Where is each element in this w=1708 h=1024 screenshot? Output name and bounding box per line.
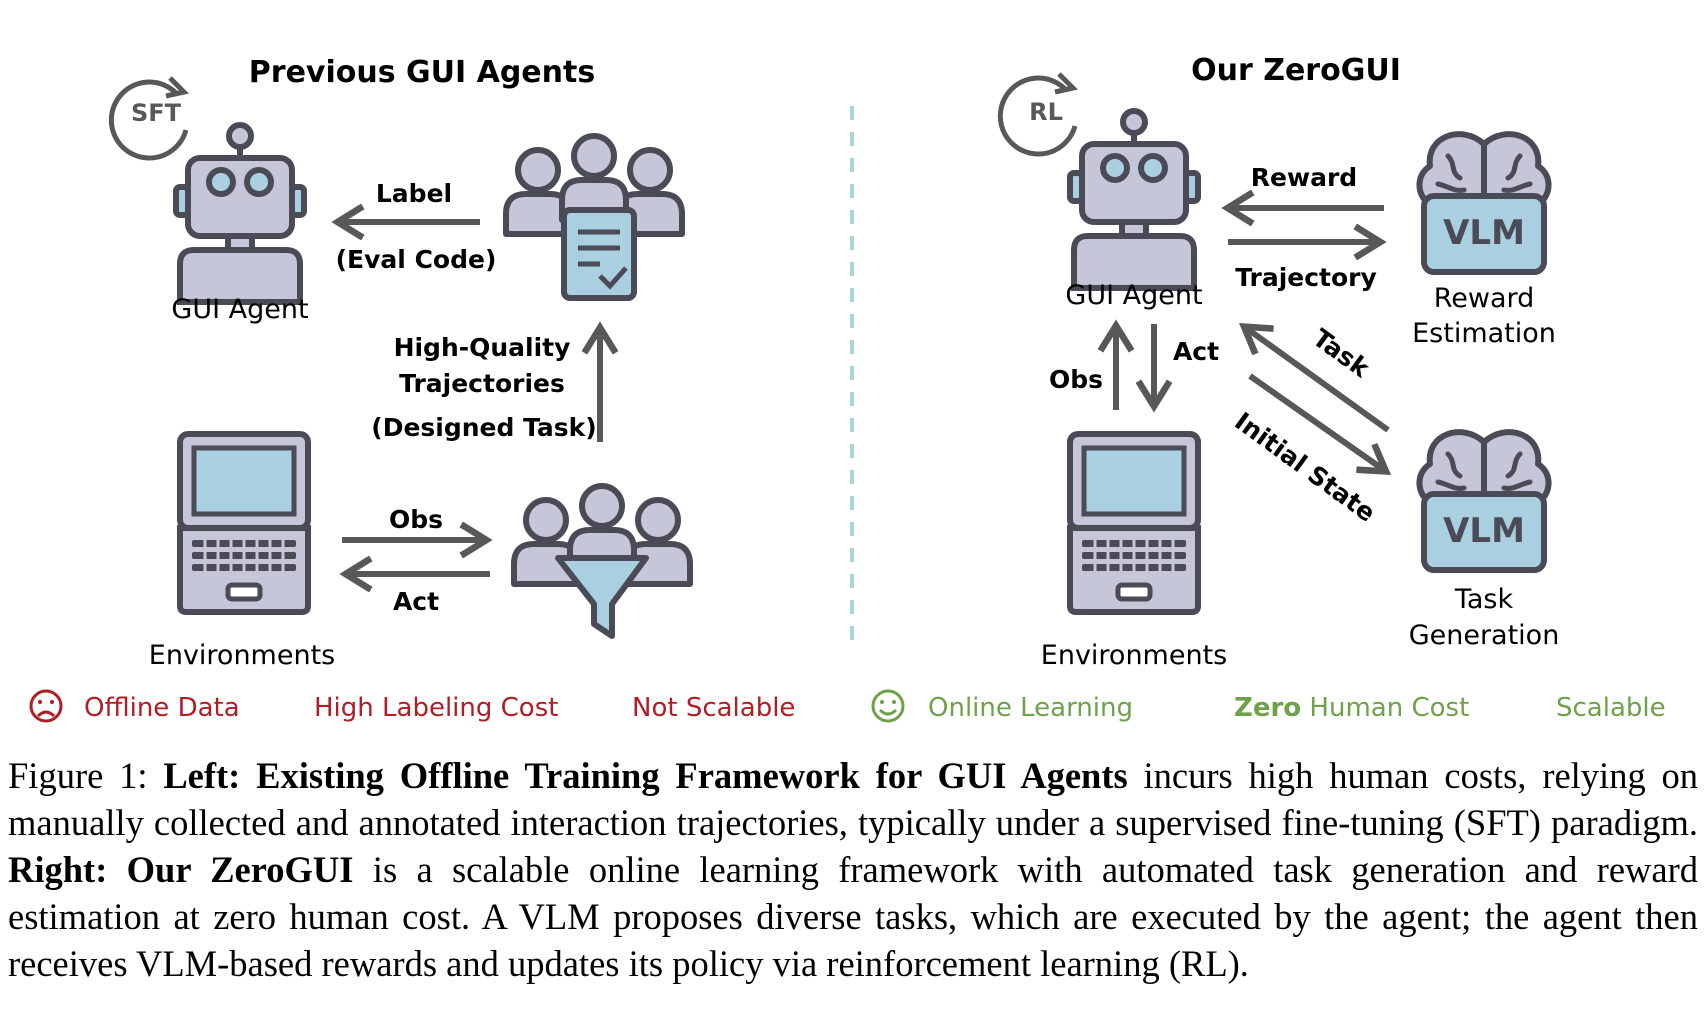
task-vlm-text: VLM [1443,511,1525,551]
right-agent-label: GUI Agent [1065,280,1202,311]
figure-diagram: Previous GUI Agents SFT GUI Agent Label … [29,53,1666,723]
trajectories-line-2: Trajectories [399,369,565,398]
task-arrow-label: Task [1307,323,1375,384]
reward-arrow-label: Reward [1251,163,1357,192]
task-arrow [1246,328,1390,433]
smile-face-icon [871,689,905,723]
left-obs-label: Obs [389,505,443,534]
scalable-text: Scalable [1556,693,1666,723]
sft-cycle-icon: SFT [108,76,189,161]
caption-right-text: is a scalable online learning framework … [8,849,1698,984]
task-generation-line-1: Task [1454,584,1514,615]
reward-vlm-text: VLM [1443,213,1525,253]
right-panel-title: Our ZeroGUI [1191,53,1401,88]
figure-caption: Figure 1: Left: Existing Offline Trainin… [8,752,1698,987]
not-scalable-text: Not Scalable [632,693,795,723]
sft-cycle-label: SFT [131,99,182,127]
zero-bold-text: Zero [1234,693,1301,723]
left-agent-label: GUI Agent [171,294,308,325]
caption-label: Figure 1: [8,755,164,796]
caption-left-bold: Left: Existing Offline Training Framewor… [163,755,1128,796]
filter-people-icon [514,486,690,639]
rl-cycle-label: RL [1029,98,1063,126]
left-env-label: Environments [149,640,335,671]
trajectory-arrow-label: Trajectory [1235,263,1377,292]
offline-data-text: Offline Data [84,693,240,723]
left-robot-icon [176,125,304,302]
caption-right-bold: Right: Our ZeroGUI [8,849,354,890]
zero-human-cost-text: Zero Human Cost [1234,693,1469,723]
right-laptop-icon [1070,434,1198,612]
left-panel-title: Previous GUI Agents [249,55,595,90]
reward-estimation-line-2: Estimation [1412,318,1556,349]
right-robot-icon [1070,111,1198,288]
online-learning-text: Online Learning [928,693,1133,723]
right-env-label: Environments [1041,640,1227,671]
task-generation-line-2: Generation [1409,620,1560,651]
eval-code-text: (Eval Code) [336,245,497,274]
left-act-label: Act [393,587,439,616]
right-obs-label: Obs [1049,365,1103,394]
left-laptop-icon [180,434,308,612]
trajectories-line-3: (Designed Task) [371,413,596,442]
reward-estimation-line-1: Reward [1434,283,1535,314]
initial-state-arrow [1248,373,1384,470]
trajectories-line-1: High-Quality [394,333,571,362]
human-cost-text: Human Cost [1301,693,1469,723]
sad-face-icon [29,689,63,723]
annotators-icon [506,136,682,301]
right-act-label: Act [1173,337,1219,366]
initial-state-arrow-label: Initial State [1229,407,1380,528]
label-arrow-text: Label [376,179,452,208]
high-labeling-cost-text: High Labeling Cost [314,693,558,723]
caption-left-text: incurs high human costs, relying on manu… [8,755,1699,843]
rl-cycle-icon: RL [997,72,1078,157]
